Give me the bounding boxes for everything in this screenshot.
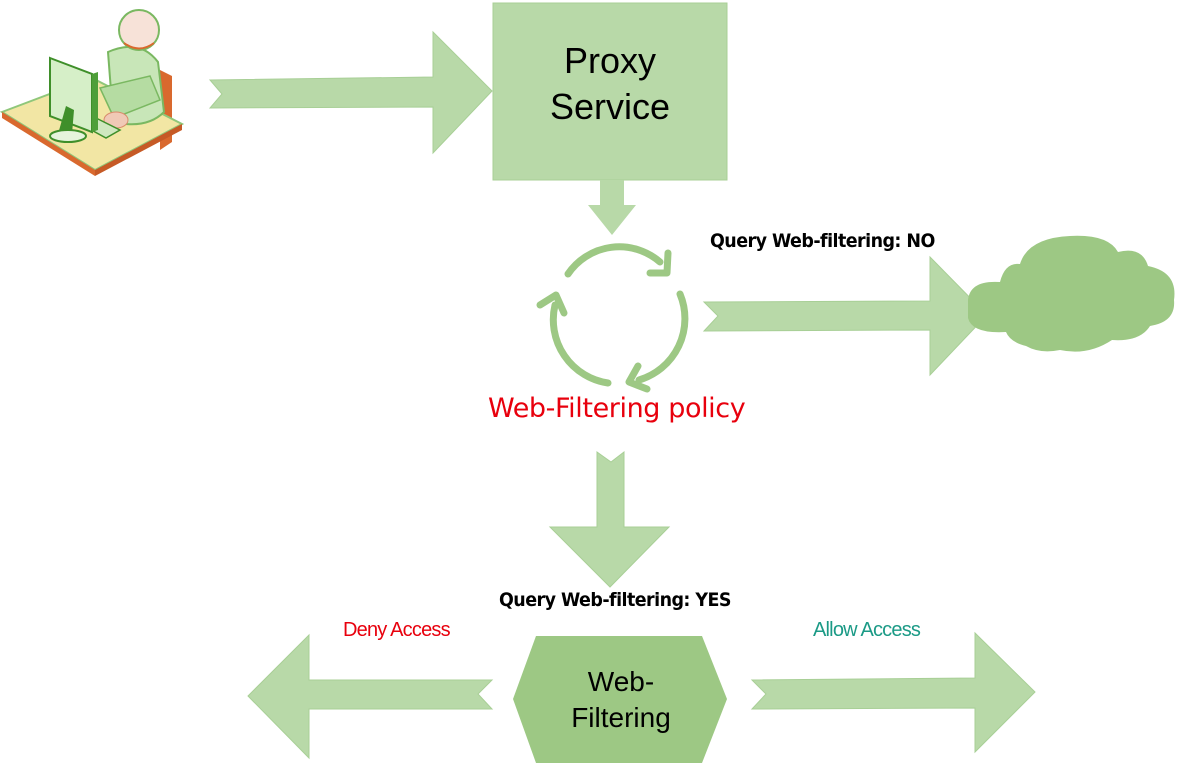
cycle-arrowhead-left — [536, 291, 568, 317]
desk-edge-right — [95, 124, 182, 176]
web-filtering-label: Web- Filtering — [515, 664, 727, 736]
cycle-arc-top — [564, 243, 664, 278]
monitor-side — [92, 72, 98, 132]
proxy-label-line1: Proxy — [563, 40, 657, 81]
proxy-label-line2: Service — [549, 86, 671, 127]
monitor-base — [49, 129, 87, 143]
web-filtering-label-line2: Filtering — [571, 702, 671, 733]
cloud-icon — [968, 235, 1175, 352]
allow-access-label: Allow Access — [813, 619, 921, 641]
cycle-arc-left — [549, 301, 612, 387]
arrow-policy-to-internet — [702, 255, 988, 377]
query-yes-label: Query Web-filtering: YES — [499, 589, 731, 611]
arrow-proxy-to-policy — [588, 180, 636, 235]
arrow-policy-to-webfiltering — [548, 450, 671, 588]
cycle-arrows-icon — [536, 243, 689, 393]
arrow-allow-access — [750, 631, 1036, 754]
query-no-label: Query Web-filtering: NO — [710, 230, 935, 252]
cycle-arc-right — [635, 290, 689, 384]
person-arm — [98, 75, 161, 119]
proxy-service-label: Proxy Service — [493, 38, 727, 130]
web-filtering-hexagon — [513, 636, 727, 763]
cycle-arrowhead-right — [625, 362, 651, 393]
user-at-computer-icon — [0, 9, 185, 176]
arrow-deny-access — [247, 633, 494, 760]
policy-label: Web-Filtering policy — [488, 393, 746, 424]
person-head — [118, 9, 160, 51]
deny-access-label: Deny Access — [343, 619, 451, 641]
web-filtering-label-line1: Web- — [587, 666, 655, 697]
arrow-user-to-proxy — [208, 30, 493, 155]
desk-edge-left — [2, 112, 95, 176]
monitor-stand — [58, 106, 74, 134]
proxy-service-box — [492, 2, 728, 181]
cycle-arrowhead-top — [646, 249, 672, 277]
person-neck — [123, 42, 155, 50]
